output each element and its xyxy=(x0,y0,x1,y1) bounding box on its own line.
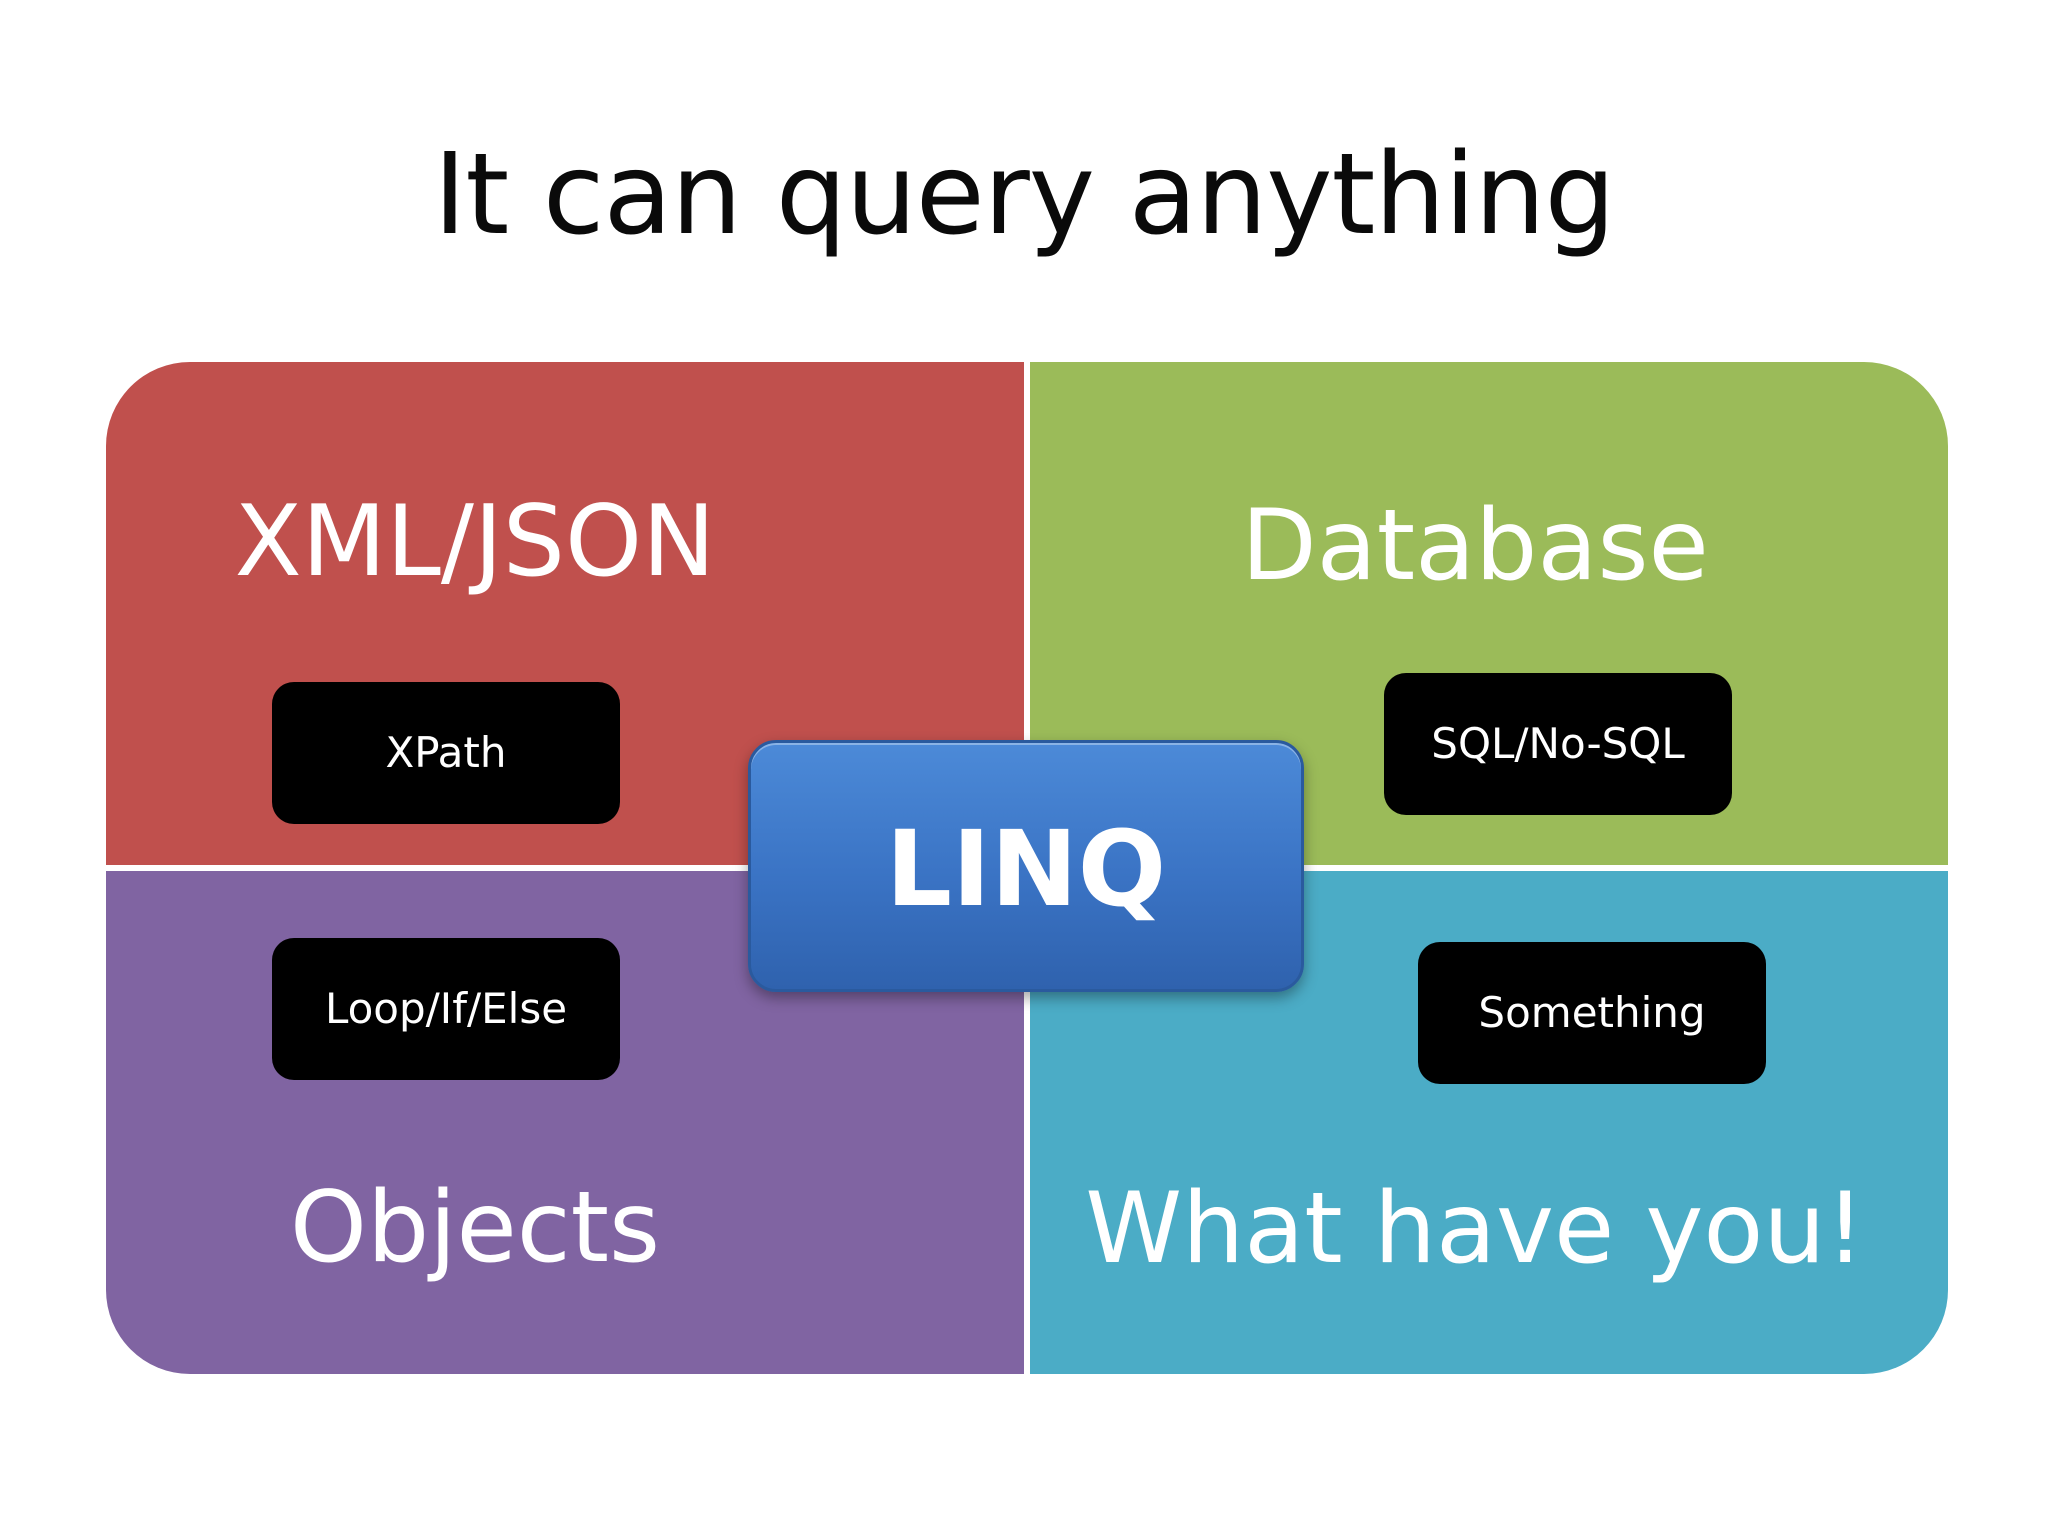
quadrant-label-database: Database xyxy=(1241,489,1709,603)
slide-title: It can query anything xyxy=(433,130,1615,260)
quadrant-label-objects: Objects xyxy=(289,1171,661,1285)
query-sources-grid: XML/JSON Database Objects What have you!… xyxy=(106,362,1948,1374)
linq-center-box: LINQ xyxy=(748,740,1304,992)
quadrant-label-xml-json: XML/JSON xyxy=(234,485,716,599)
tool-badge-sql: SQL/No-SQL xyxy=(1384,673,1732,815)
quadrant-label-what-have-you: What have you! xyxy=(1085,1172,1865,1286)
tool-badge-xpath: XPath xyxy=(272,682,620,824)
tool-badge-something: Something xyxy=(1418,942,1766,1084)
tool-badge-loop: Loop/If/Else xyxy=(272,938,620,1080)
